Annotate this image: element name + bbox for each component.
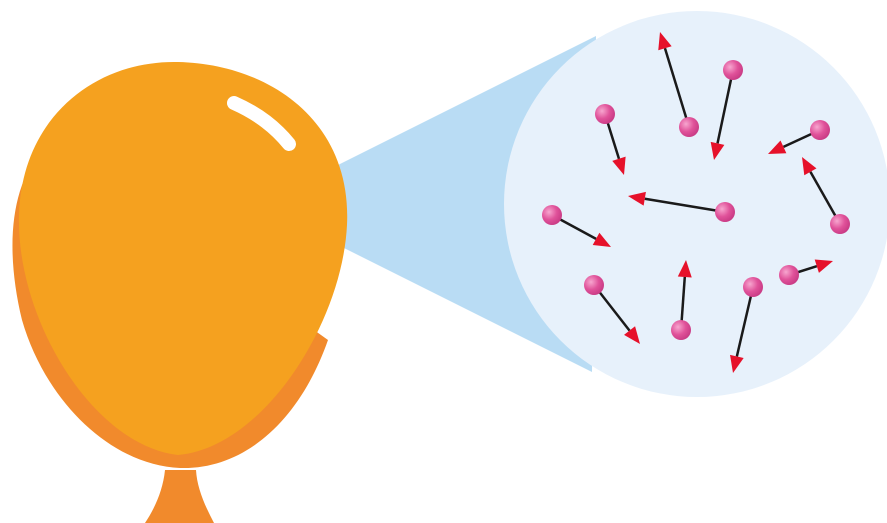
- particle-sphere: [715, 202, 735, 222]
- balloon: [12, 62, 347, 523]
- particle-sphere: [542, 205, 562, 225]
- particle-sphere: [743, 277, 763, 297]
- particle-sphere: [810, 120, 830, 140]
- particle-sphere: [595, 104, 615, 124]
- particle-sphere: [830, 214, 850, 234]
- particle-sphere: [671, 320, 691, 340]
- balloon-knot: [145, 470, 214, 523]
- particle-sphere: [679, 117, 699, 137]
- particle-sphere: [723, 60, 743, 80]
- particle-sphere: [584, 275, 604, 295]
- particle-sphere: [779, 265, 799, 285]
